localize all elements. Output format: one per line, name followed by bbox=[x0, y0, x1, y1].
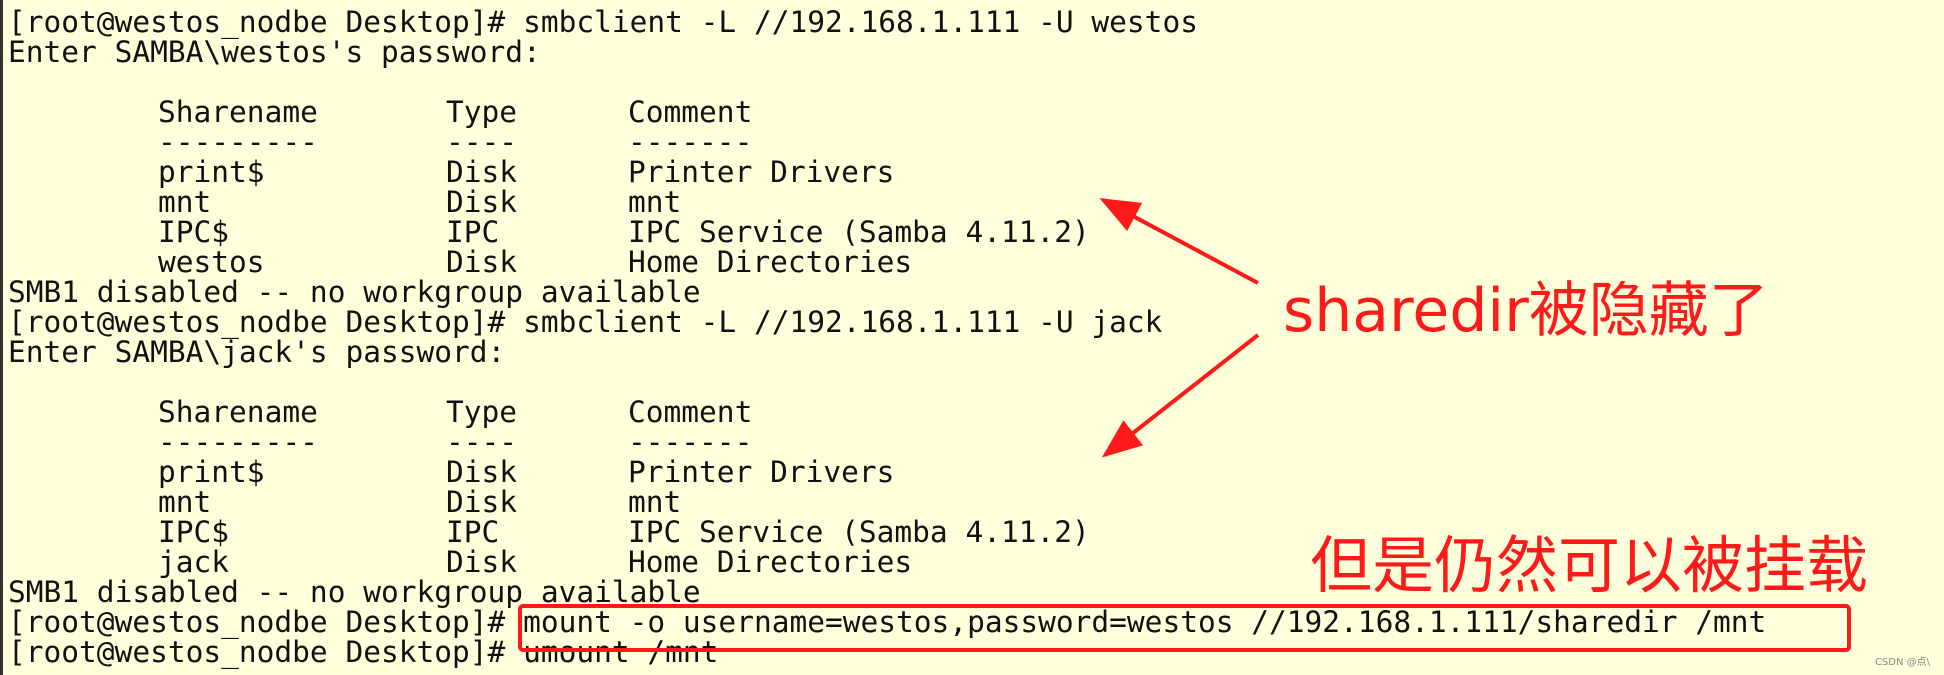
command-text: smbclient -L //192.168.1.111 -U jack bbox=[523, 305, 1163, 339]
share-type: ---- bbox=[446, 425, 518, 459]
share-name: westos bbox=[158, 245, 265, 279]
command-line: [root@westos_nodbe Desktop]# smbclient -… bbox=[8, 307, 1766, 337]
share-type: Disk bbox=[446, 485, 518, 519]
share-table-row: -------------------- bbox=[8, 427, 1766, 457]
share-comment: Home Directories bbox=[628, 245, 913, 279]
share-name: IPC$ bbox=[158, 215, 230, 249]
terminal-output[interactable]: [root@westos_nodbe Desktop]# smbclient -… bbox=[8, 7, 1766, 667]
watermark: CSDN @点\ bbox=[1874, 657, 1930, 668]
share-type: IPC bbox=[446, 215, 500, 249]
share-comment: ------- bbox=[628, 425, 753, 459]
mount-command-highlight bbox=[518, 604, 1851, 652]
share-type: ---- bbox=[446, 125, 518, 159]
share-comment: Printer Drivers bbox=[628, 455, 895, 489]
shell-prompt: [root@westos_nodbe Desktop]# bbox=[8, 605, 524, 639]
share-type: Disk bbox=[446, 185, 518, 219]
share-table-row: jack Disk Home Directories bbox=[8, 547, 1766, 577]
share-table-row: print$ Disk Printer Drivers bbox=[8, 157, 1766, 187]
shell-prompt: [root@westos_nodbe Desktop]# bbox=[8, 635, 524, 669]
share-type: Disk bbox=[446, 245, 518, 279]
command-line: [root@westos_nodbe Desktop]# smbclient -… bbox=[8, 7, 1766, 37]
share-comment: mnt bbox=[628, 185, 682, 219]
command-line: [root@westos_nodbe Desktop]# mount -o us… bbox=[8, 607, 1766, 637]
share-table-row: Sharename Type Comment bbox=[8, 97, 1766, 127]
share-name: print$ bbox=[158, 455, 265, 489]
arrow-to-westos-list bbox=[1099, 198, 1259, 285]
output-line: SMB1 disabled -- no workgroup available bbox=[8, 275, 701, 309]
share-name: IPC$ bbox=[158, 515, 230, 549]
share-name: mnt bbox=[158, 485, 212, 519]
share-name: jack bbox=[158, 545, 230, 579]
shell-prompt: [root@westos_nodbe Desktop]# bbox=[8, 305, 524, 339]
window-border bbox=[0, 0, 3, 675]
share-type: Disk bbox=[446, 455, 518, 489]
share-comment: Home Directories bbox=[628, 545, 913, 579]
share-table-row: -------------------- bbox=[8, 127, 1766, 157]
output-line: Enter SAMBA\westos's password: bbox=[8, 35, 541, 69]
share-type: Disk bbox=[446, 545, 518, 579]
share-table-row: mnt Disk mnt bbox=[8, 187, 1766, 217]
share-table-row: IPC$ IPC IPC Service (Samba 4.11.2) bbox=[8, 217, 1766, 247]
share-type: Disk bbox=[446, 155, 518, 189]
share-name: --------- bbox=[158, 425, 318, 459]
hidden-share-note: sharedir被隐藏了 bbox=[1283, 276, 1769, 346]
share-comment: ------- bbox=[628, 125, 753, 159]
share-type: IPC bbox=[446, 515, 500, 549]
command-text: mount -o username=westos,password=westos… bbox=[523, 605, 1767, 639]
share-comment: Comment bbox=[628, 395, 753, 429]
output-line: Enter SAMBA\jack's password: bbox=[8, 335, 506, 369]
share-name: --------- bbox=[158, 125, 318, 159]
share-name: print$ bbox=[158, 155, 265, 189]
output-line: SMB1 disabled -- no workgroup available bbox=[8, 575, 701, 609]
share-table-row: mnt Disk mnt bbox=[8, 487, 1766, 517]
command-text: smbclient -L //192.168.1.111 -U westos bbox=[523, 5, 1198, 39]
share-table-row: westos Disk Home Directories bbox=[8, 247, 1766, 277]
share-name: mnt bbox=[158, 185, 212, 219]
share-table-row: Sharename Type Comment bbox=[8, 397, 1766, 427]
share-comment: Comment bbox=[628, 95, 753, 129]
share-type: Type bbox=[446, 395, 518, 429]
share-name: Sharename bbox=[158, 95, 318, 129]
arrow-to-jack-list bbox=[1101, 333, 1260, 458]
share-table-row: IPC$ IPC IPC Service (Samba 4.11.2) bbox=[8, 517, 1766, 547]
share-comment: mnt bbox=[628, 485, 682, 519]
share-comment: IPC Service (Samba 4.11.2) bbox=[628, 215, 1090, 249]
share-comment: Printer Drivers bbox=[628, 155, 895, 189]
command-line: [root@westos_nodbe Desktop]# umount /mnt bbox=[8, 637, 1766, 667]
share-name: Sharename bbox=[158, 395, 318, 429]
command-text: umount /mnt bbox=[523, 635, 719, 669]
share-table-row: print$ Disk Printer Drivers bbox=[8, 457, 1766, 487]
share-type: Type bbox=[446, 95, 518, 129]
mountable-note: 但是仍然可以被挂载 bbox=[1310, 529, 1869, 602]
shell-prompt: [root@westos_nodbe Desktop]# bbox=[8, 5, 524, 39]
share-comment: IPC Service (Samba 4.11.2) bbox=[628, 515, 1090, 549]
